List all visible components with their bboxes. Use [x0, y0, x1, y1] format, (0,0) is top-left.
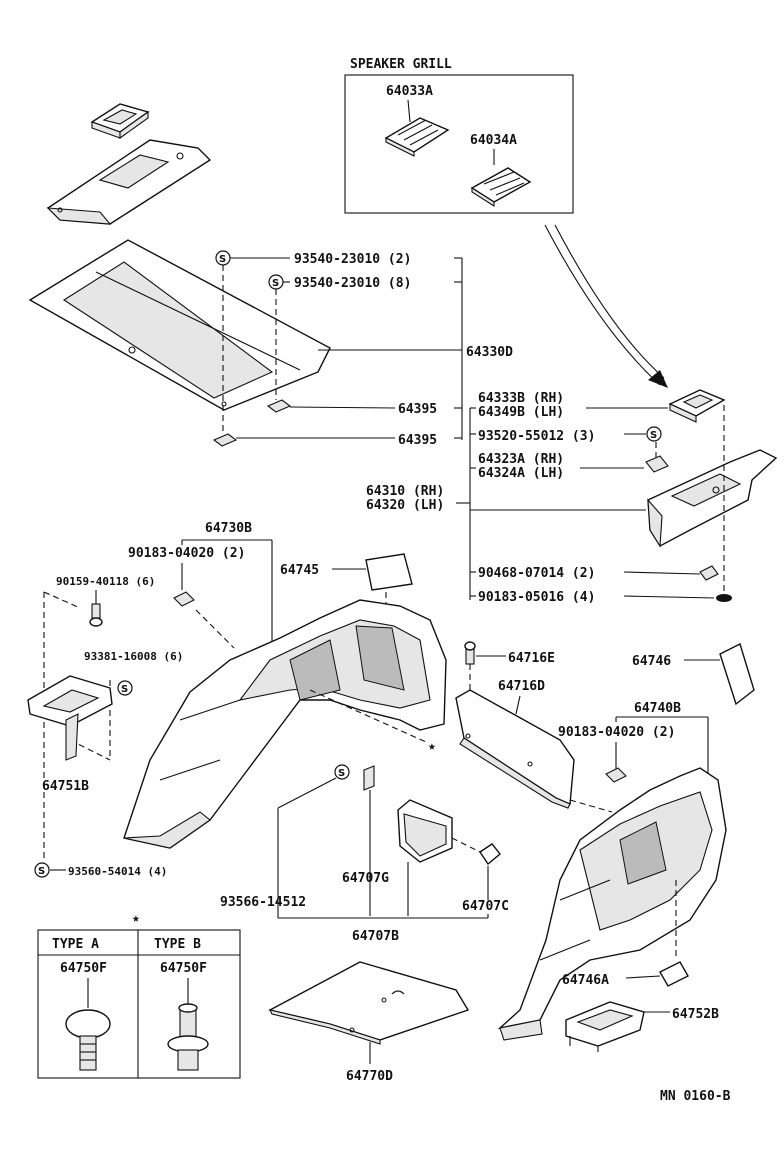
diagram-code: MN 0160-B: [660, 1089, 731, 1104]
s-symbol-2: S: [272, 278, 279, 289]
bracket-64752B: [565, 1001, 645, 1052]
label-64324A: 64324A (LH): [478, 466, 564, 481]
label-93540-23010-2: 93540-23010 (2): [294, 252, 411, 267]
top-tray-part: [46, 139, 212, 225]
clip-64707C: [479, 843, 501, 866]
nut-90183-a: [173, 591, 195, 607]
label-64716D: 64716D: [498, 679, 545, 694]
speaker-grill-part-64034A: [470, 167, 532, 208]
label-64310: 64310 (RH): [366, 484, 444, 499]
clip-90468: [699, 565, 719, 581]
label-93566-14512: 93566-14512: [220, 895, 306, 910]
quarter-trim-left: [123, 599, 447, 849]
label-64395-b: 64395: [398, 433, 437, 448]
label-90183-04020-b: 90183-04020 (2): [558, 725, 675, 740]
type-a-header: TYPE A: [52, 937, 99, 952]
label-90468-07014: 90468-07014 (2): [478, 566, 595, 581]
label-64745: 64745: [280, 563, 319, 578]
label-64752B: 64752B: [672, 1007, 719, 1022]
label-90159-40118: 90159-40118 (6): [56, 575, 155, 588]
label-64770D: 64770D: [346, 1069, 393, 1084]
label-93381-16008: 93381-16008 (6): [84, 650, 183, 663]
package-tray-64330D: [28, 239, 331, 411]
s-symbol-3: S: [650, 430, 657, 441]
label-64751B: 64751B: [42, 779, 89, 794]
curved-arrow: [544, 224, 668, 388]
clip-64395-b: [212, 433, 238, 447]
label-64730B: 64730B: [205, 521, 252, 536]
speaker-grill-part-64033A: [384, 117, 450, 157]
label-64740B: 64740B: [634, 701, 681, 716]
label-64395-a: 64395: [398, 402, 437, 417]
cover-64745: [365, 553, 413, 591]
star-marker-1: ★: [428, 739, 436, 754]
cover-64746: [719, 643, 755, 706]
type-b-header: TYPE B: [154, 937, 201, 952]
label-64349B: 64349B (LH): [478, 405, 564, 420]
s-symbol-6: S: [338, 768, 345, 779]
cover-64707B: [397, 799, 453, 863]
bracket-64751B: [27, 675, 113, 761]
clip-64323A: [645, 455, 669, 473]
label-93560-54014: 93560-54014 (4): [68, 865, 167, 878]
trim-panel-64716D: [455, 689, 575, 809]
label-64746: 64746: [632, 654, 671, 669]
label-93540-23010-8: 93540-23010 (8): [294, 276, 411, 291]
rear-speaker-panel-part: [647, 449, 778, 548]
label-64320: 64320 (LH): [366, 498, 444, 513]
label-64707C: 64707C: [462, 899, 509, 914]
speaker-grill-title: SPEAKER GRILL: [350, 57, 452, 72]
s-symbol-4: S: [121, 684, 128, 695]
type-a-part: 64750F: [60, 961, 107, 976]
clip-64707G: [363, 765, 375, 791]
nut-90183-b: [605, 767, 627, 783]
label-64716E: 64716E: [508, 651, 555, 666]
label-90183-05016: 90183-05016 (4): [478, 590, 595, 605]
speaker-grill-box: [344, 74, 574, 214]
clip-64395-a: [266, 399, 292, 413]
label-64333B: 64333B (RH): [478, 391, 564, 406]
s-symbol-5: S: [38, 866, 45, 877]
label-90183-04020-a: 90183-04020 (2): [128, 546, 245, 561]
quarter-trim-right: [497, 767, 727, 1041]
clip-type-b: [167, 1003, 209, 1071]
label-64323A: 64323A (RH): [478, 452, 564, 467]
type-b-part: 64750F: [160, 961, 207, 976]
label-64034A: 64034A: [470, 133, 517, 148]
bracket-64746A: [659, 961, 689, 987]
screw-90159: [89, 603, 103, 627]
label-93520-55012: 93520-55012 (3): [478, 429, 595, 444]
label-64707B: 64707B: [352, 929, 399, 944]
label-64707G: 64707G: [342, 871, 389, 886]
clip-type-a: [65, 1009, 111, 1071]
type-table: [37, 929, 241, 1079]
label-64033A: 64033A: [386, 84, 433, 99]
pin-64716E: [464, 641, 476, 665]
floor-mat-64770D: [268, 961, 470, 1045]
label-64330D: 64330D: [466, 345, 513, 360]
s-symbol-1: S: [219, 254, 226, 265]
type-table-star: ★: [132, 911, 140, 926]
speaker-bezel-part: [668, 389, 726, 423]
label-64746A: 64746A: [562, 973, 609, 988]
top-bezel-part: [90, 103, 150, 140]
